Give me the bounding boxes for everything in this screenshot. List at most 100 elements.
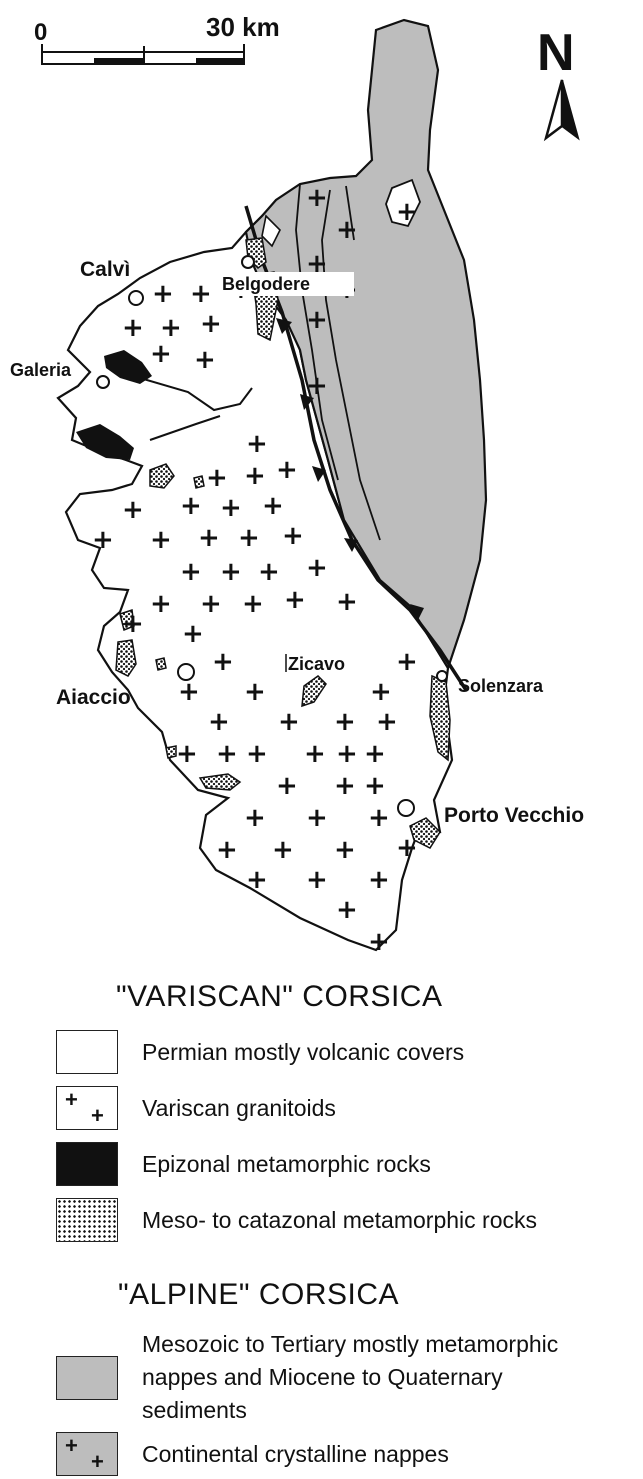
svg-text:+: + [194,345,216,375]
place-aiaccio: Aiaccio [56,686,131,709]
place-calvi: Calvì [80,258,130,281]
svg-text:+: + [396,647,418,677]
svg-text:+: + [306,803,328,833]
svg-text:+: + [306,249,328,279]
place-porto-vecchio: Porto Vecchio [444,804,584,827]
svg-text:+: + [244,461,266,491]
town-markers [96,255,448,817]
legend-heading-alpine: "ALPINE" CORSICA [118,1278,400,1311]
svg-text:+: + [212,647,234,677]
svg-text:+: + [150,525,172,555]
svg-text:+: + [282,521,304,551]
svg-text:+: + [306,305,328,335]
svg-text:+: + [306,865,328,895]
legend-label-mesozoic-line1: Mesozoic to Tertiary mostly metamorphic [142,1331,559,1357]
svg-text:+: + [244,677,266,707]
svg-text:+: + [122,495,144,525]
granitoid-crosses: +++ +++ ++ + +++ ++++ +++++ ++++ +++++ +… [92,183,418,957]
svg-text:+: + [206,463,228,493]
north-arrow-icon: N [537,24,580,142]
svg-text:+: + [208,707,230,737]
svg-text:+: + [304,739,326,769]
svg-text:+: + [306,183,328,213]
scale-end-label: 30 km [206,12,280,42]
place-zicavo: Zicavo [288,654,345,674]
svg-text:+: + [178,677,200,707]
svg-text:+: + [306,371,328,401]
svg-text:+: + [334,771,356,801]
svg-text:+: + [246,865,268,895]
legend-item-permian: Permian mostly volcanic covers [56,1030,464,1074]
place-galeria: Galeria [10,360,72,380]
epizonal-body-galeria [104,350,152,384]
svg-text:+: + [396,833,418,863]
svg-text:+: + [334,707,356,737]
svg-text:+: + [284,585,306,615]
svg-text:+: + [238,523,260,553]
legend-item-granitoids: + + Variscan granitoids [56,1086,336,1130]
svg-text:+: + [396,197,418,227]
legend-item-epizonal: Epizonal metamorphic rocks [56,1142,431,1186]
legend-label-epizonal: Epizonal metamorphic rocks [142,1151,431,1177]
swatch-plus-icon: + + [56,1086,118,1130]
svg-text:+: + [152,279,174,309]
legend-item-continental: + + Continental crystalline nappes [56,1432,449,1476]
legend-label-mesozonal: Meso- to catazonal metamorphic rocks [142,1207,537,1233]
svg-text:+: + [368,865,390,895]
svg-text:+: + [364,739,386,769]
svg-text:+: + [180,491,202,521]
svg-text:+: + [244,803,266,833]
legend-label-mesozoic-line2: nappes and Miocene to Quaternary [142,1364,503,1390]
svg-text:+: + [150,339,172,369]
svg-text:+: + [160,313,182,343]
svg-text:+: + [272,835,294,865]
svg-text:+: + [176,739,198,769]
svg-text:+: + [220,493,242,523]
svg-text:+: + [262,491,284,521]
svg-text:+: + [364,771,386,801]
svg-text:+: + [258,557,280,587]
epizonal-body-south [76,424,134,460]
svg-text:+: + [276,455,298,485]
svg-text:+: + [220,557,242,587]
svg-text:+: + [122,313,144,343]
svg-text:+: + [150,589,172,619]
svg-text:+: + [198,523,220,553]
svg-text:+: + [336,215,358,245]
svg-text:+: + [336,587,358,617]
svg-text:+: + [246,739,268,769]
swatch-white [56,1030,118,1074]
north-letter: N [537,24,575,82]
svg-text:+: + [306,553,328,583]
scale-start-label: 0 [34,19,47,46]
legend-label-mesozoic-line3: sediments [142,1397,247,1423]
swatch-stipple [56,1198,118,1242]
svg-text:+: + [278,707,300,737]
svg-text:+: + [368,803,390,833]
legend-item-mesozonal: Meso- to catazonal metamorphic rocks [56,1198,537,1242]
swatch-plus-grey-icon: + + [56,1432,118,1476]
swatch-black [56,1142,118,1186]
svg-text:+: + [242,589,264,619]
legend-label-granitoids: Variscan granitoids [142,1095,336,1121]
svg-text:+: + [180,557,202,587]
svg-text:+: + [200,589,222,619]
legend-item-mesozoic: Mesozoic to Tertiary mostly metamorphic … [56,1328,558,1427]
svg-text:+: + [216,835,238,865]
svg-text:+: + [122,609,144,639]
legend-label-continental: Continental crystalline nappes [142,1441,449,1467]
svg-text:+: + [336,739,358,769]
svg-text:+: + [276,771,298,801]
svg-text:+: + [368,927,390,957]
svg-text:+: + [200,309,222,339]
scale-bar: 0 30 km [34,12,280,65]
svg-text:+: + [182,619,204,649]
svg-text:+: + [190,279,212,309]
svg-text:+: + [92,525,114,555]
legend-heading-variscan: "VARISCAN" CORSICA [116,980,443,1013]
svg-text:+: + [216,739,238,769]
svg-text:+: + [376,707,398,737]
svg-text:+: + [246,429,268,459]
place-solenzara: Solenzara [458,676,544,696]
legend-label-permian: Permian mostly volcanic covers [142,1039,465,1065]
